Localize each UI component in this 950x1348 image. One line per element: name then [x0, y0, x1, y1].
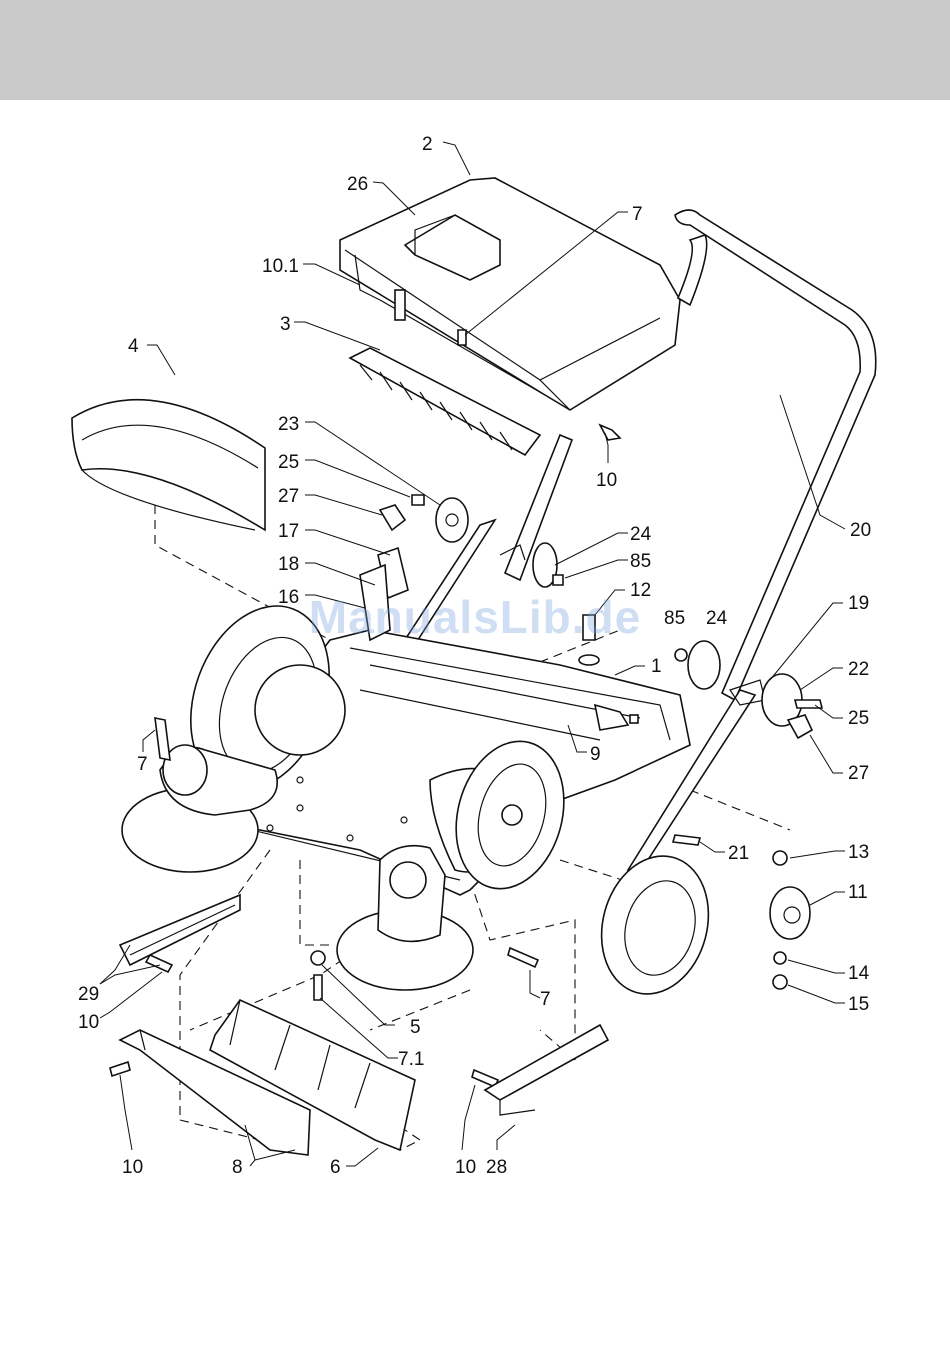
- label-24: 24: [630, 524, 652, 545]
- deflector-flap: [72, 400, 265, 530]
- label-25-right: 25: [848, 708, 869, 729]
- label-25: 25: [278, 452, 299, 473]
- label-7-left: 7: [137, 754, 148, 775]
- label-10-bottom-left: 10: [122, 1157, 143, 1178]
- label-29: 29: [78, 984, 99, 1005]
- label-8: 8: [232, 1157, 243, 1178]
- label-2: 2: [422, 134, 433, 155]
- label-28: 28: [486, 1157, 507, 1178]
- label-15: 15: [848, 994, 869, 1015]
- label-17: 17: [278, 521, 299, 542]
- label-7-1: 7.1: [398, 1049, 424, 1070]
- label-5: 5: [410, 1017, 421, 1038]
- label-20: 20: [850, 520, 871, 541]
- label-7-center: 7: [540, 989, 551, 1010]
- hopper-lid: [340, 178, 680, 440]
- label-23: 23: [278, 414, 299, 435]
- label-7: 7: [632, 204, 643, 225]
- label-9: 9: [590, 744, 601, 765]
- watermark-text: ManualsLib.de: [0, 590, 950, 644]
- label-26: 26: [347, 174, 368, 195]
- label-85: 85: [630, 551, 651, 572]
- label-11: 11: [848, 882, 868, 903]
- label-22: 22: [848, 659, 869, 680]
- label-14: 14: [848, 963, 870, 984]
- label-4: 4: [128, 336, 139, 357]
- label-3: 3: [280, 314, 291, 335]
- label-10-left: 10: [78, 1012, 99, 1033]
- label-6: 6: [330, 1157, 341, 1178]
- label-10-bottom: 10: [455, 1157, 476, 1178]
- label-10-1: 10.1: [262, 256, 299, 277]
- right-rear-wheel: [587, 844, 724, 1006]
- label-27: 27: [278, 486, 299, 507]
- label-18: 18: [278, 554, 299, 575]
- label-27-right: 27: [848, 763, 869, 784]
- label-21: 21: [728, 843, 749, 864]
- label-13: 13: [848, 842, 869, 863]
- label-1: 1: [651, 656, 662, 677]
- label-10-top: 10: [596, 470, 617, 491]
